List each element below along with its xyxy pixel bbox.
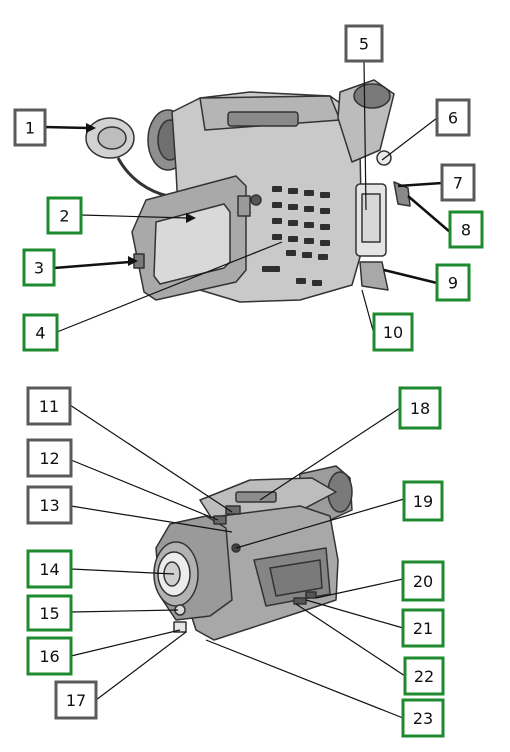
callout-8: 8: [448, 210, 484, 249]
callout-box: [448, 210, 484, 249]
callout-number: 2: [59, 207, 69, 226]
callout-number: 9: [448, 274, 458, 293]
callout-box: [13, 108, 47, 147]
camcorder-front-view: [153, 465, 353, 641]
callout-4: 4: [22, 313, 59, 352]
callout-box: [398, 386, 442, 430]
callout-number: 22: [414, 667, 434, 686]
callout-number: 15: [39, 604, 59, 623]
callout-17: 17: [54, 680, 98, 720]
callout-16: 16: [26, 636, 73, 676]
callout-number: 1: [25, 119, 35, 138]
callout-5: 5: [344, 24, 384, 63]
callout-9: 9: [435, 263, 471, 302]
callout-box: [440, 163, 476, 202]
callout-box: [54, 680, 98, 720]
callout-box: [401, 608, 445, 648]
callout-15: 15: [26, 594, 73, 632]
callout-box: [372, 312, 414, 352]
callout-box: [401, 560, 445, 602]
callout-box: [46, 196, 83, 235]
callout-23: 23: [401, 698, 445, 738]
callout-13: 13: [26, 485, 73, 525]
callout-box: [22, 248, 56, 287]
callout-number: 14: [39, 560, 59, 579]
callout-box: [26, 438, 73, 478]
callout-number: 7: [453, 174, 463, 193]
callout-number: 5: [359, 35, 369, 54]
callout-box: [26, 549, 73, 589]
callout-19: 19: [402, 480, 444, 522]
callout-number: 12: [39, 449, 59, 468]
callout-box: [26, 636, 73, 676]
callout-number: 16: [39, 647, 59, 666]
callout-number: 17: [66, 691, 86, 710]
callout-18: 18: [398, 386, 442, 430]
callout-7: 7: [440, 163, 476, 202]
callout-number: 8: [461, 221, 471, 240]
callout-box: [435, 263, 471, 302]
callout-10: 10: [372, 312, 414, 352]
callout-22: 22: [403, 656, 445, 696]
callout-12: 12: [26, 438, 73, 478]
callout-2: 2: [46, 196, 83, 235]
callout-box: [26, 594, 73, 632]
callout-box: [26, 386, 72, 426]
callout-box: [344, 24, 384, 63]
callout-number: 11: [39, 397, 59, 416]
callout-number: 4: [35, 324, 45, 343]
callout-number: 19: [413, 492, 433, 511]
callout-number: 10: [383, 323, 403, 342]
callout-number: 13: [39, 496, 59, 515]
callout-box: [402, 480, 444, 522]
callout-box: [26, 485, 73, 525]
callout-number: 21: [413, 619, 433, 638]
callout-6: 6: [435, 98, 471, 137]
callout-number: 3: [34, 259, 44, 278]
callout-number: 23: [413, 709, 433, 728]
callout-box: [22, 313, 59, 352]
callout-21: 21: [401, 608, 445, 648]
leader-lines: [43, 60, 451, 719]
callout-box: [403, 656, 445, 696]
callout-number: 18: [410, 399, 430, 418]
callout-box: [401, 698, 445, 738]
callout-20: 20: [401, 560, 445, 602]
callout-number: 6: [448, 109, 458, 128]
callout-number: 20: [413, 572, 433, 591]
callout-1: 1: [13, 108, 47, 147]
callout-box: [435, 98, 471, 137]
callout-14: 14: [26, 549, 73, 589]
callout-11: 11: [26, 386, 72, 426]
camcorder-rear-view: [85, 79, 411, 303]
callout-3: 3: [22, 248, 56, 287]
